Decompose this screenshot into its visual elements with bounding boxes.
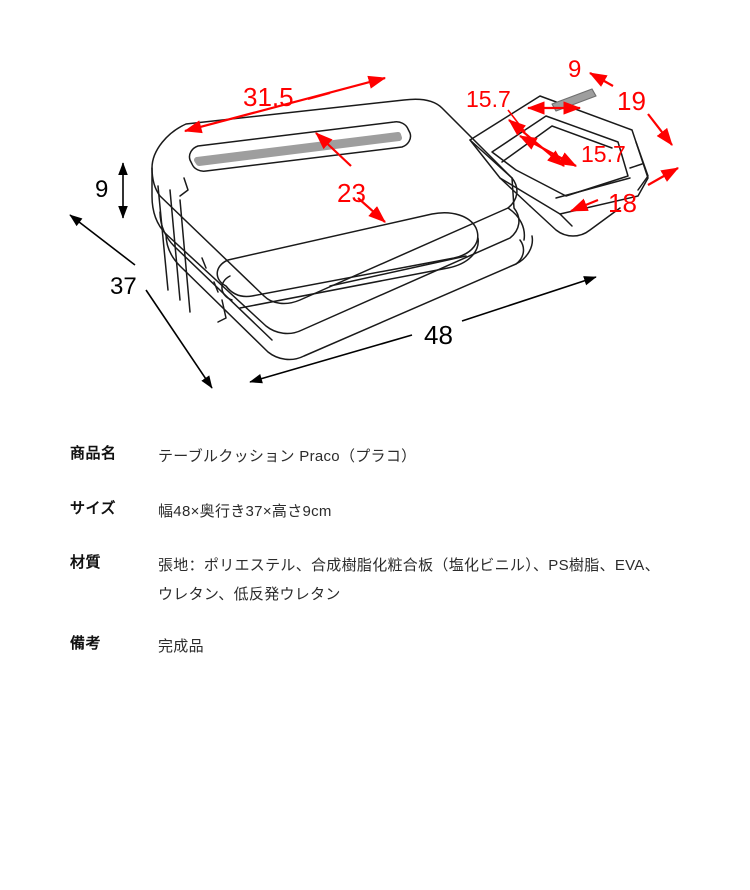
black-dimension-lines <box>69 162 597 389</box>
spec-label-size: サイズ <box>70 499 117 517</box>
dimension-label-height-left: 9 <box>95 176 109 203</box>
red-dimension-lines <box>183 72 679 223</box>
dimension-label-top-surface-depth: 23 <box>337 178 366 208</box>
spec-label-material: 材質 <box>70 554 102 571</box>
dimension-label-top-slot-width: 31.5 <box>243 82 294 112</box>
dimension-label-tray-width: 15.7 <box>466 86 511 112</box>
spec-row-remarks: 備考 完成品 <box>70 633 690 662</box>
dimension-label-tray-slot-width: 9 <box>568 56 582 83</box>
spec-value-product-name: テーブルクッション Praco（プラコ） <box>158 448 417 465</box>
product-specification-table: 商品名 テーブルクッション Praco（プラコ） サイズ 幅48×奥行き37×高… <box>70 443 690 688</box>
spec-value-remarks: 完成品 <box>158 638 204 655</box>
spec-row-product-name: 商品名 テーブルクッション Praco（プラコ） <box>70 443 690 472</box>
dimension-label-side-edge-height: 18 <box>608 188 637 218</box>
spec-value-size: 幅48×奥行き37×高さ9cm <box>158 502 332 520</box>
dimension-label-tray-outer-depth: 19 <box>617 86 646 116</box>
spec-value-material: 張地：ポリエステル、合成樹脂化粧合板（塩化ビニル）、PS樹脂、EVA、 ウレタン… <box>158 552 690 609</box>
spec-row-material: 材質 張地：ポリエステル、合成樹脂化粧合板（塩化ビニル）、PS樹脂、EVA、 ウ… <box>70 552 690 609</box>
lap-desk-line-art <box>69 72 679 389</box>
spec-label-product-name: 商品名 <box>70 445 117 462</box>
spec-label-remarks: 備考 <box>70 635 102 652</box>
dimension-label-tray-depth: 15.7 <box>581 141 626 167</box>
spec-value-material-line2: ウレタン、低反発ウレタン <box>158 585 341 603</box>
wrist-rest-cushion <box>216 212 479 309</box>
spec-value-material-line1: 張地：ポリエステル、合成樹脂化粧合板（塩化ビニル）、PS樹脂、EVA、 <box>158 557 660 574</box>
body-right-corner <box>507 207 534 265</box>
document-slot <box>188 121 412 172</box>
product-dimension-drawing: 31.5 9 23 37 48 15.7 9 19 15.7 18 <box>0 0 750 420</box>
dimension-label-depth-left: 37 <box>110 273 137 300</box>
dimension-label-width-front: 48 <box>424 320 453 350</box>
spec-row-size: サイズ 幅48×奥行き37×高さ9cm <box>70 498 690 527</box>
